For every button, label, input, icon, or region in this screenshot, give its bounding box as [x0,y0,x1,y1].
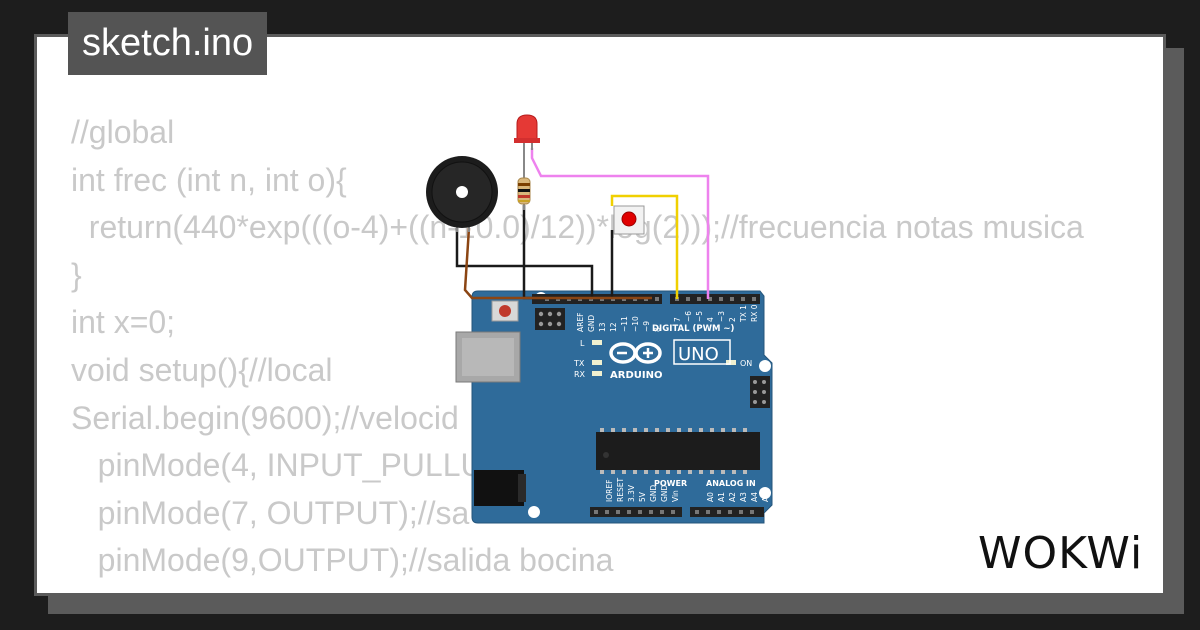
wires [455,148,710,300]
led-component[interactable] [514,114,540,172]
pin-label-a2: A2 [728,492,737,502]
wire-yellow [610,194,679,299]
pin-label-3: ~3 [717,311,726,322]
pin-label-5: ~5 [695,311,704,322]
pin-label-reset: RESET [616,478,625,502]
file-tab[interactable]: sketch.ino [68,12,268,75]
pin-label-gnd: GND [587,315,596,332]
pin-label-ioref: IOREF [605,480,614,502]
pin-label-a4: A4 [750,492,759,502]
l-led-label: L [580,339,585,348]
mount-hole-icon [759,487,771,499]
code-line-8: pinMode(4, INPUT_PULLU [71,447,484,484]
pin-label-6: ~6 [684,311,693,322]
tx-led-label: TX [573,359,585,368]
pin-label-3v3: 3.3V [627,484,636,502]
power-label: POWER [654,479,687,488]
code-line-4: } [71,256,82,293]
power-header [590,507,682,517]
icsp-header [535,308,565,330]
code-line-7: Serial.begin(9600);//velocid [71,399,459,436]
pin-label-9: ~9 [642,321,651,332]
pin-label-tx1: TX 1 [739,305,748,323]
code-line-6: void setup(){//local [71,351,333,388]
digital-header-right [670,294,760,304]
model-label: UNO [678,344,719,365]
rx-led-label: RX [574,370,586,379]
l-led [592,340,602,345]
rx-led [592,371,602,376]
code-line-5: int x=0; [71,304,176,341]
code-line-9: pinMode(7, OUTPUT);//sa [71,494,470,531]
pin-label-a1: A1 [717,492,726,502]
digital-label: DIGITAL (PWM ~) [652,324,734,334]
tx-led [592,360,602,365]
wokwi-logo: WOKWi [978,528,1144,579]
power-jack [474,470,524,506]
pin-label-11: ~11 [620,316,629,332]
pushbutton-component[interactable] [613,205,645,235]
buzzer-component[interactable] [426,156,498,232]
wire-black-resistor [522,205,592,300]
wire-pink [530,148,710,299]
pin-label-a3: A3 [739,492,748,502]
analog-label: ANALOG IN [706,479,756,488]
button-cap[interactable] [621,211,637,227]
pin-label-7: 7 [673,317,682,322]
pin-label-vin: Vin [671,490,680,502]
code-line-2: int frec (int n, int o){ [71,161,347,198]
pin-label-gnd-1: GND [649,485,658,502]
pin-label-aref: AREF [576,313,585,332]
on-led-label: ON [740,359,752,368]
microcontroller-chip [596,428,760,474]
pin-label-12: 12 [609,322,618,332]
wire-black-buzzer [455,228,594,298]
arduino-uno-board[interactable]: AREF GND 13 12 ~11 ~10 ~9 8 7 ~6 ~5 4 ~3… [455,290,773,524]
brand-label: ARDUINO [610,370,662,381]
wire-brown [463,227,652,300]
on-led [726,360,736,365]
code-line-1: //global [71,114,175,150]
pin-label-2: 2 [728,317,737,322]
pin-label-a0: A0 [706,492,715,502]
pin-label-10: ~10 [631,316,640,332]
pin-label-8: 8 [653,327,662,332]
code-line-10: pinMode(9,OUTPUT);//salida bocina [71,542,614,579]
icsp-header-right [750,376,770,408]
mount-hole-icon [759,360,771,372]
pin-label-a5: A5 [761,492,770,502]
pin-label-5v: 5V [638,491,647,502]
arduino-logo-icon [609,342,662,364]
pin-label-4: 4 [706,317,715,322]
resistor-component[interactable] [517,172,531,210]
pin-label-gnd-2: GND [660,485,669,502]
mount-hole-icon [528,506,540,518]
analog-header [690,507,764,517]
pin-label-13: 13 [598,322,607,332]
pin-label-rx0: RX 0 [750,304,759,322]
